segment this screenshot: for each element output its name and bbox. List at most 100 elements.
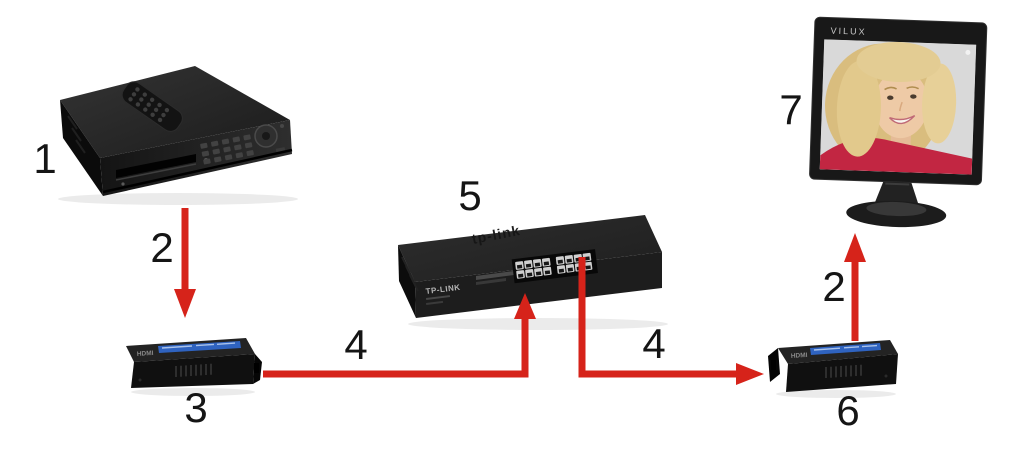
hdmi-receiver-image: HDMI xyxy=(768,340,898,398)
woman-smile xyxy=(889,114,916,125)
monitor-stand-neck xyxy=(874,181,919,205)
remote-key xyxy=(150,112,155,117)
arrow-receiver-to-monitor-head xyxy=(844,233,866,262)
dvr-small-button xyxy=(280,124,284,128)
hdmi-port xyxy=(771,360,776,370)
rj45-port-contact xyxy=(526,272,533,277)
jog-dial-center xyxy=(262,132,270,140)
remote-key xyxy=(157,102,162,108)
remote-key xyxy=(143,107,148,112)
dvr-panel-button xyxy=(214,156,222,163)
remote-key xyxy=(149,97,155,102)
number-label-switch: 5 xyxy=(458,172,482,219)
number-label-cable-tx-to-switch: 4 xyxy=(344,321,368,368)
switch-side-vents xyxy=(401,256,419,292)
remote-body xyxy=(121,81,183,132)
rj45-port-contact xyxy=(525,263,532,268)
arrow-switch-to-receiver-line xyxy=(578,257,737,378)
rj45-port-contact xyxy=(544,270,551,275)
dvr-panel-button xyxy=(246,150,254,157)
remote-key xyxy=(142,92,147,97)
switch-led-strip xyxy=(476,271,514,280)
remote-key xyxy=(146,102,151,107)
receiver-hdmi-label: HDMI xyxy=(791,352,808,360)
woman-hair-left xyxy=(836,60,881,157)
remote-key xyxy=(157,117,163,123)
monitor-image: VILUX xyxy=(809,16,988,228)
number-label-receiver: 6 xyxy=(836,387,860,434)
dvr-panel-button xyxy=(203,158,211,165)
power-indicator-dot xyxy=(965,49,971,55)
dvr-button-grid xyxy=(200,134,254,165)
remote-key xyxy=(161,112,166,118)
stand-neck-highlight xyxy=(885,182,910,186)
transmitter-hdmi-label: HDMI xyxy=(137,350,154,358)
remote-key xyxy=(139,97,144,102)
arrow-transmitter-to-switch-head xyxy=(514,293,536,319)
dvr-panel-button xyxy=(212,148,220,155)
number-label-monitor: 7 xyxy=(779,86,803,133)
transmitter-shadow xyxy=(131,388,255,396)
number-label-transmitter: 3 xyxy=(184,384,208,431)
hdmi-transmitter-image: HDMI xyxy=(126,338,262,396)
network-switch-image: tp-link TP-LINK xyxy=(398,215,668,330)
rj45-port-contact xyxy=(567,267,574,272)
dvr-image xyxy=(58,66,298,205)
remote-button-grid xyxy=(128,87,170,123)
remote-key xyxy=(128,97,133,102)
switch-model-text-line2 xyxy=(426,300,444,305)
woman-hair-right xyxy=(922,63,957,144)
number-label-dvr: 1 xyxy=(33,135,57,182)
arrow-dvr-to-transmitter-head xyxy=(174,289,196,318)
woman-left-eye xyxy=(887,95,894,100)
transmitter-ridges xyxy=(175,363,212,377)
receiver-screw xyxy=(884,374,888,378)
dvd-tray-line xyxy=(115,163,197,181)
hdmi-port xyxy=(254,363,259,373)
woman-eyebrows xyxy=(884,86,919,91)
dvr-bottom-edge xyxy=(102,148,293,194)
rj45-port-contact xyxy=(534,262,541,267)
rj45-port-contact xyxy=(543,261,550,266)
transmitter-label-text-marks xyxy=(161,342,236,349)
stand-base-inner xyxy=(866,201,927,217)
switch-left-face xyxy=(398,245,416,318)
dvr-side-vents xyxy=(67,115,86,154)
dvr-panel-button xyxy=(200,142,208,149)
rj45-port-contact xyxy=(557,259,563,264)
switch-label-strip xyxy=(476,278,506,285)
switch-top-face xyxy=(398,215,662,282)
woman-hair-fringe xyxy=(856,41,941,83)
remote-control xyxy=(121,81,183,132)
rj45-port-contact xyxy=(584,256,590,261)
dvr-panel-button xyxy=(232,136,241,143)
woman-right-eye xyxy=(910,94,917,99)
rj45-port-contact xyxy=(535,271,542,276)
dvr-panel-button xyxy=(244,142,253,149)
rj45-port-contact xyxy=(558,268,565,273)
dvr-shadow xyxy=(58,193,298,205)
dvr-panel-button xyxy=(201,150,210,157)
receiver-shadow xyxy=(776,390,896,398)
remote-key xyxy=(135,102,141,107)
rj45-port-contact xyxy=(516,264,523,269)
number-label-monitor-cable: 2 xyxy=(822,263,846,310)
arrow-transmitter-to-switch-line xyxy=(263,319,529,378)
remote-key xyxy=(135,87,140,92)
switch-front-face xyxy=(415,252,662,318)
transmitter-front-face xyxy=(131,354,255,388)
dvd-slot xyxy=(116,154,196,178)
rj45-port-contact xyxy=(518,273,524,278)
switch-shadow xyxy=(408,318,668,330)
dvr-panel-button xyxy=(221,138,230,145)
dvr-panel-button xyxy=(210,140,219,147)
remote-key xyxy=(131,92,137,97)
receiver-label-text-marks xyxy=(813,344,878,351)
rj45-port-contact xyxy=(566,258,572,263)
remote-key xyxy=(164,107,170,113)
receiver-ridges xyxy=(825,364,862,378)
number-label-dvr-cable: 2 xyxy=(150,224,174,271)
rj45-port-contact xyxy=(585,265,591,270)
